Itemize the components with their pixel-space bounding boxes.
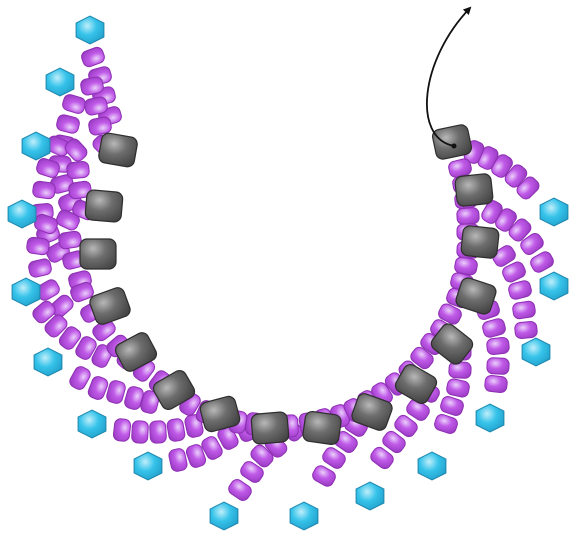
seed-bead	[32, 181, 56, 200]
bicone-crystal	[46, 68, 74, 96]
seed-bead	[507, 279, 532, 300]
seed-bead	[439, 395, 465, 417]
seed-bead	[514, 321, 537, 339]
seed-bead	[433, 413, 459, 435]
seed-bead	[446, 378, 471, 398]
bicone-crystal	[134, 452, 162, 480]
seed-bead	[87, 375, 110, 401]
seed-bead	[66, 161, 89, 179]
bicone-crystal	[12, 278, 40, 306]
bicone-crystal	[476, 404, 504, 432]
thread-exit-dot	[452, 144, 457, 149]
bicone-crystal	[540, 198, 568, 226]
seed-bead	[486, 337, 510, 355]
seed-bead	[166, 418, 185, 442]
cube-bead	[251, 411, 289, 444]
cube-bead	[80, 239, 116, 269]
bead-layer	[8, 16, 568, 530]
seed-bead	[487, 357, 510, 374]
seed-bead	[481, 317, 506, 338]
seed-bead	[61, 93, 87, 115]
bicone-crystal	[418, 452, 446, 480]
seed-bead	[113, 418, 131, 442]
bicone-crystal	[22, 132, 50, 160]
cube-bead	[461, 225, 500, 259]
bicone-crystal	[540, 272, 568, 300]
cube-bead	[85, 189, 123, 222]
seed-bead	[168, 448, 188, 473]
seed-bead	[484, 375, 508, 393]
seed-bead	[28, 258, 53, 278]
cube-bead	[455, 173, 494, 207]
seed-bead	[58, 230, 82, 249]
seed-bead	[226, 477, 253, 503]
bicone-crystal	[210, 502, 238, 530]
seed-bead	[68, 364, 93, 391]
seed-bead	[457, 207, 480, 224]
bicone-crystal	[290, 502, 318, 530]
bicone-crystal	[8, 200, 36, 228]
seed-bead	[55, 114, 80, 135]
cube-bead	[302, 411, 342, 446]
seed-bead	[449, 361, 472, 378]
seed-bead	[26, 237, 50, 256]
seed-bead	[131, 421, 148, 444]
bicone-crystal	[76, 16, 104, 44]
seed-bead	[512, 300, 536, 319]
seed-bead	[105, 379, 126, 404]
bicone-crystal	[78, 410, 106, 438]
bicone-crystal	[356, 482, 384, 510]
seed-bead	[149, 421, 166, 444]
bicone-crystal	[522, 338, 550, 366]
bicone-crystal	[34, 348, 62, 376]
seed-bead	[80, 46, 106, 69]
cube-bead	[98, 132, 139, 168]
